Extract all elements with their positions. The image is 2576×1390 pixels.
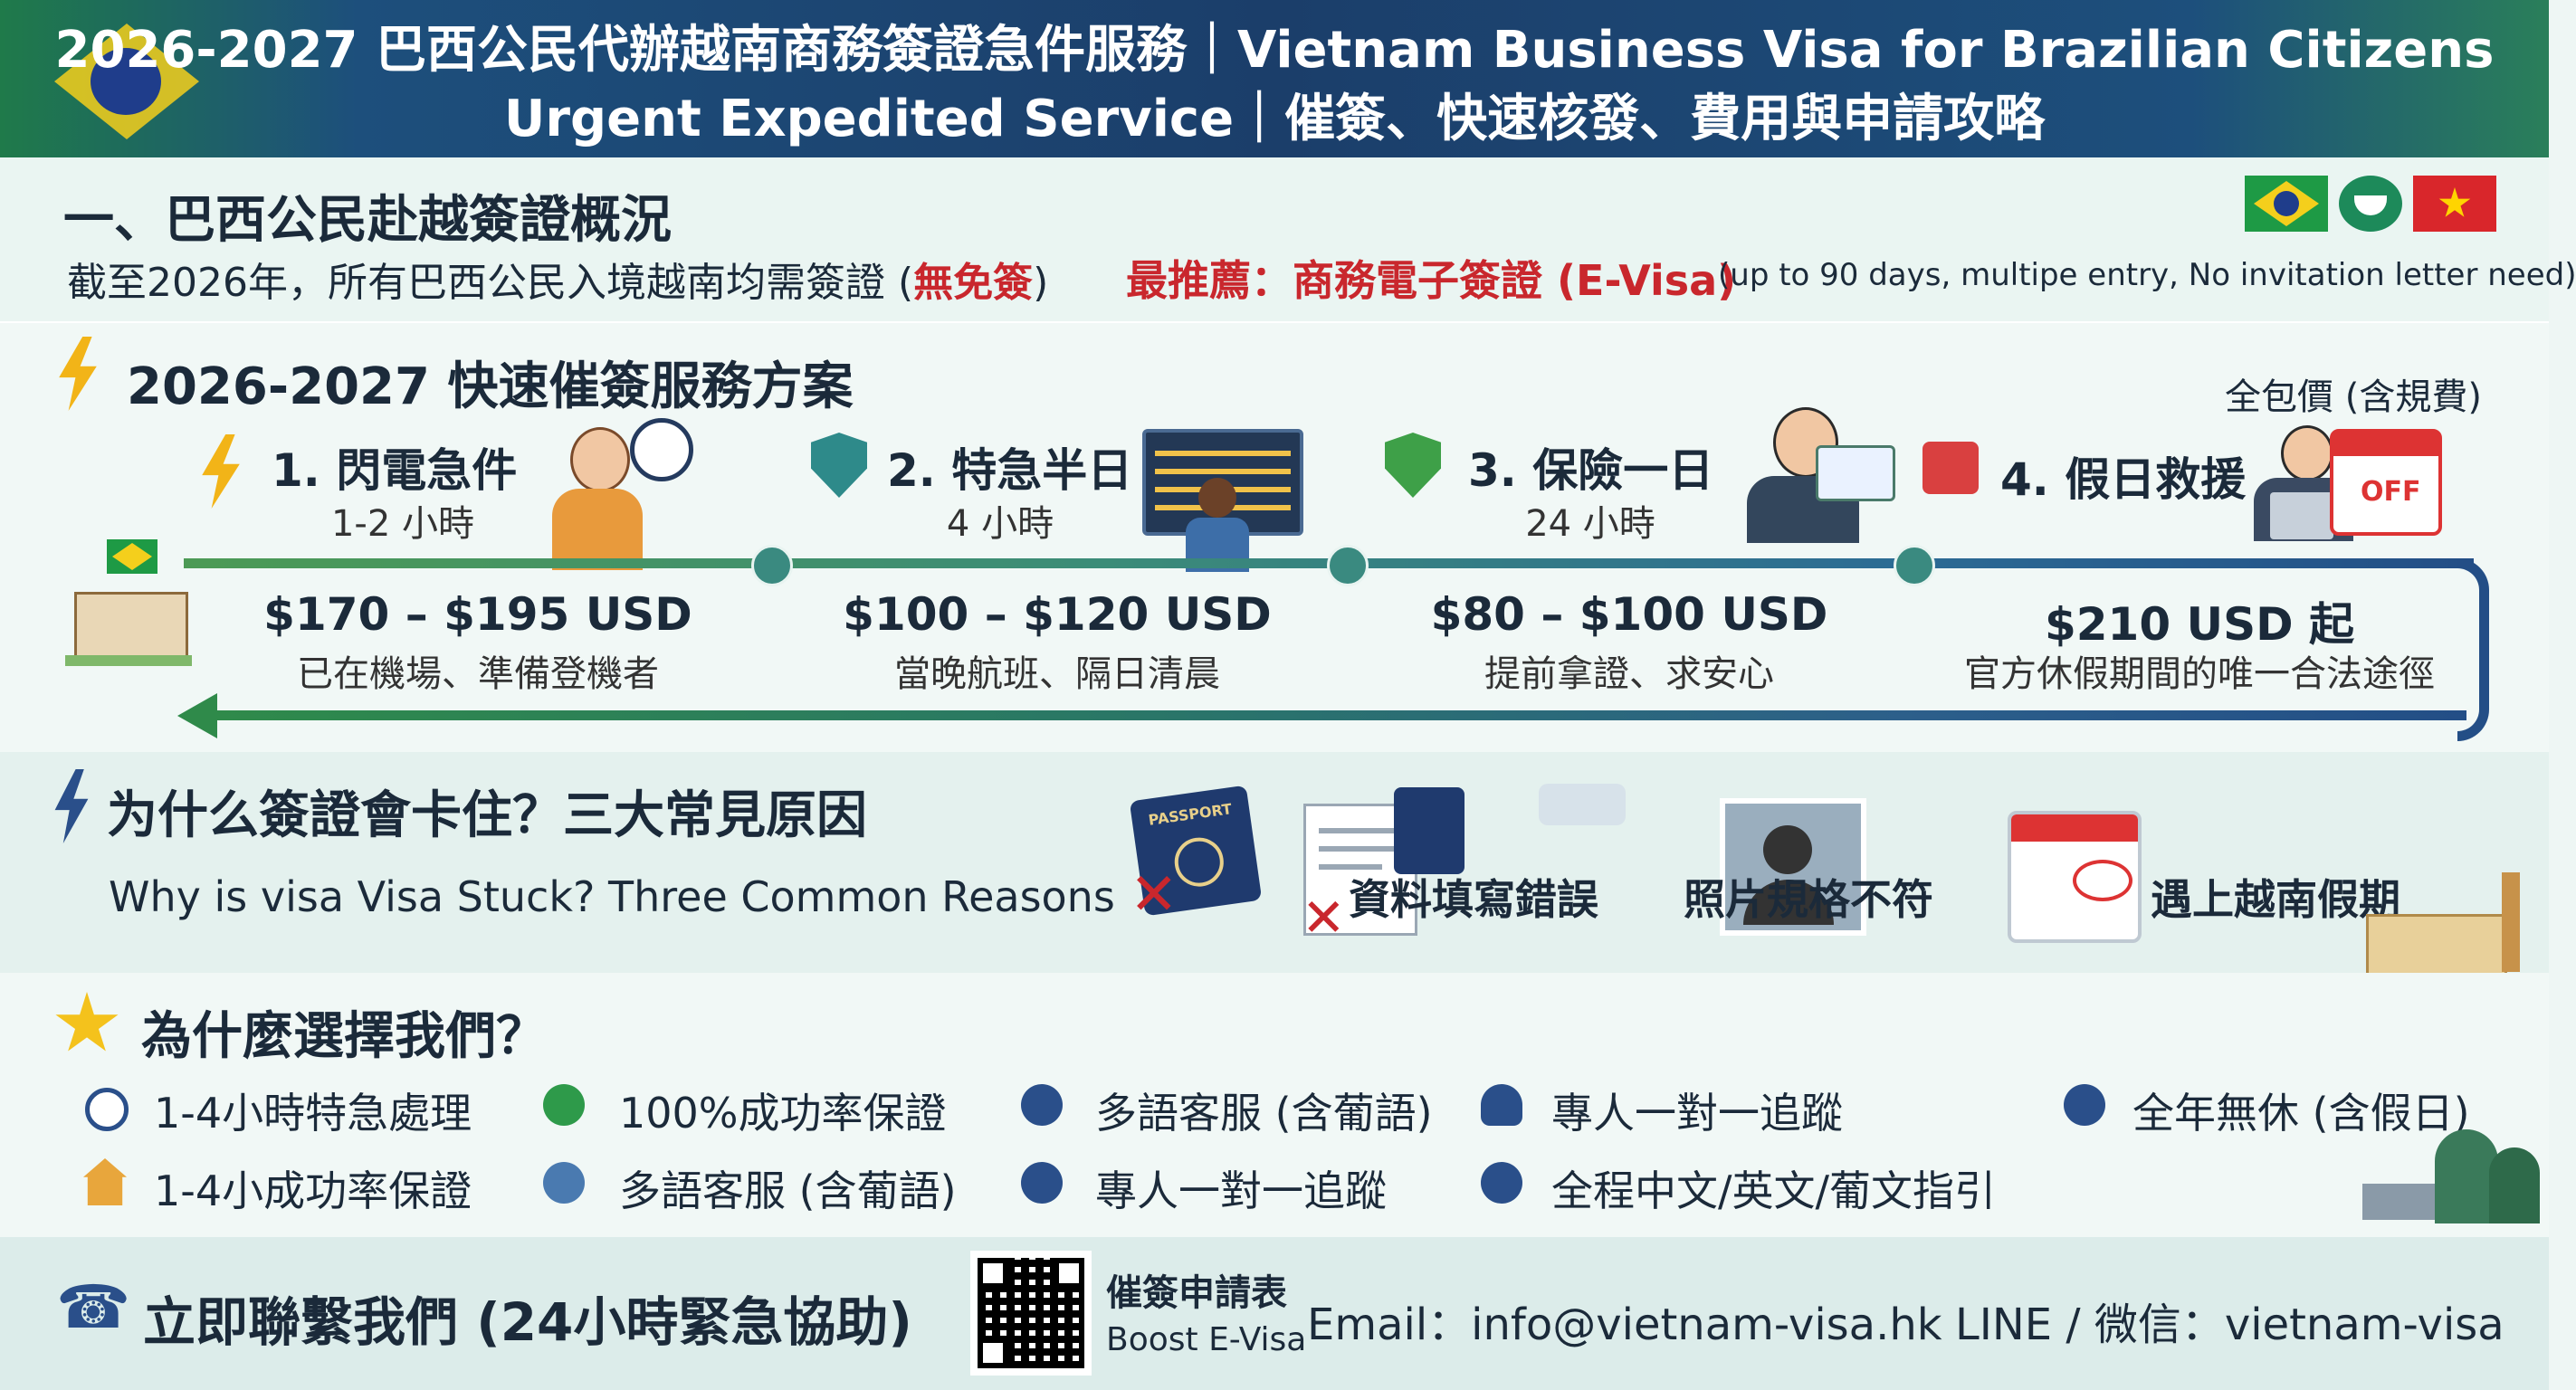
reasons-title: 为什么簽證會卡住？三大常見原因 [107, 786, 867, 845]
reason-photo-mismatch: 照片規格不符 [1684, 875, 1933, 924]
timeline-bottom [208, 710, 2466, 720]
reason-form-error: 資料填寫錯誤 [1349, 875, 1598, 924]
feature-one-on-one-2: 專人一對一追蹤 [1095, 1166, 1387, 1215]
person-icon [1481, 1084, 1522, 1126]
feature-fast-processing: 1-4小時特急處理 [154, 1089, 472, 1138]
off-calendar-icon: OFF [2330, 429, 2442, 536]
check-badge-icon [543, 1084, 585, 1126]
feature-success-guarantee: 100%成功率保證 [619, 1089, 947, 1138]
overview-text-a: 截至2026年，所有巴西公民入境越南均需簽證 ( [67, 260, 914, 306]
timeline-dot [1894, 545, 1935, 586]
star-badge-icon [2064, 1084, 2105, 1126]
vietnam-landmark-illustration [2357, 869, 2538, 977]
overview-text-b: ) [1033, 260, 1049, 306]
brazil-flag-emblem [27, 18, 235, 145]
magnifier-icon [1539, 784, 1626, 825]
recommended-evisa: 最推薦：商務電子簽證 (E-Visa) [1126, 256, 1737, 305]
overview-title: 一、巴西公民赴越簽證概況 [63, 191, 672, 250]
plan-3-time: 24 小時 [1525, 503, 1655, 545]
reason-vietnam-holiday: 遇上越南假期 [2151, 875, 2400, 924]
contact-section [0, 1237, 2549, 1390]
plan-1-title: 1. 閃電急件 [272, 444, 518, 497]
photo-icon [1720, 798, 1866, 936]
feature-multilingual-support-2: 多語客服 (含葡語) [619, 1166, 957, 1215]
plan-3-price: $80 – $100 USD [1430, 588, 1828, 641]
plan-1-time: 1-2 小時 [330, 503, 475, 545]
brazil-flag-icon [2245, 176, 2328, 232]
brazil-building-illustration [65, 534, 192, 670]
timeline-dot [751, 545, 793, 586]
header-title-line2: Urgent Expedited Service｜催簽、快速核發、費用與申請攻略 [503, 90, 2046, 148]
why-title: 為什麼選擇我們？ [141, 1007, 547, 1066]
reasons-subtitle: Why is visa Visa Stuck? Three Common Rea… [109, 872, 1115, 921]
macau-flag-icon [2339, 176, 2402, 232]
error-x-icon: ✕ [1302, 887, 1346, 948]
group-chat-icon [1021, 1084, 1063, 1126]
plans-title: 2026-2027 快速催簽服務方案 [127, 357, 854, 416]
timeline-dot [1327, 545, 1369, 586]
header-banner: 2026-2027 巴西公民代辦越南商務簽證急件服務｜Vietnam Busin… [0, 0, 2549, 157]
plans-section [0, 323, 2549, 752]
feature-trilingual-guide: 全程中文/英文/葡文指引 [1551, 1166, 1996, 1215]
star-badge-icon [1021, 1162, 1063, 1204]
feature-multilingual-support: 多語客服 (含葡語) [1095, 1089, 1433, 1138]
plan-3-title: 3. 保險一日 [1468, 444, 1714, 497]
plan-4-title: 4. 假日救援 [2000, 453, 2247, 506]
plan-2-note: 當晚航班、隔日清晨 [894, 653, 1220, 695]
qr-title: 催簽申請表 [1106, 1272, 1287, 1314]
plan-1-price: $170 – $195 USD [263, 588, 692, 641]
no-visa-free-label: 無免簽 [913, 260, 1034, 306]
contact-line-wechat[interactable]: LINE / 微信：vietnam-visa [1955, 1300, 2504, 1350]
qr-subtitle: Boost E-Visa [1106, 1321, 1307, 1358]
feature-one-on-one: 專人一對一追蹤 [1551, 1089, 1843, 1138]
plan-2-time: 4 小時 [946, 503, 1054, 545]
overview-section: 一、巴西公民赴越簽證概況 截至2026年，所有巴西公民入境越南均需簽證 (無免簽… [0, 157, 2576, 323]
timeline-arrow [177, 693, 217, 738]
users-icon [543, 1162, 585, 1204]
timeline-curve [2457, 558, 2489, 741]
plan-2-title: 2. 特急半日 [887, 444, 1133, 497]
holiday-calendar-icon [2008, 811, 2142, 943]
plan-3-note: 提前拿證、求安心 [1484, 653, 1774, 695]
plan-1-note: 已在機場、準備登機者 [297, 653, 659, 695]
halong-bay-illustration [2353, 1120, 2540, 1234]
plan-2-price: $100 – $120 USD [843, 588, 1272, 641]
clock-icon [85, 1088, 129, 1131]
why-section [0, 973, 2549, 1237]
feature-all-year: 全年無休 (含假日) [2132, 1089, 2470, 1138]
id-card-icon [1816, 445, 1895, 501]
qr-code[interactable] [970, 1251, 1092, 1376]
recommended-evisa-note: (up to 90 days, multipe entry, No invita… [1718, 257, 2576, 293]
passport-small-icon [1394, 787, 1465, 874]
contact-email[interactable]: Email：info@vietnam-visa.hk [1307, 1300, 1942, 1350]
error-x-icon: ✕ [1130, 862, 1178, 928]
briefcase-icon [1922, 442, 1979, 494]
phone-icon: ☎ [56, 1272, 131, 1342]
contact-title[interactable]: 立即聯繫我們 (24小時緊急協助) [143, 1291, 912, 1353]
all-inclusive-label: 全包價 (含規費) [2225, 376, 2482, 418]
overview-text: 截至2026年，所有巴西公民入境越南均需簽證 (無免簽) [67, 250, 1048, 308]
vietnam-flag-icon [2413, 176, 2496, 232]
star-badge-icon [1481, 1162, 1522, 1204]
off-label: OFF [2361, 476, 2421, 508]
plan-4-note: 官方休假期間的唯一合法途徑 [1964, 653, 2435, 695]
feature-success-rate: 1-4小成功率保證 [154, 1166, 472, 1215]
header-title-line1: 2026-2027 巴西公民代辦越南商務簽證急件服務｜Vietnam Busin… [54, 21, 2495, 80]
plan-4-price: $210 USD 起 [2044, 598, 2355, 651]
passport-label: PASSPORT [1147, 800, 1234, 829]
traveler-with-clock-illustration [543, 418, 693, 572]
